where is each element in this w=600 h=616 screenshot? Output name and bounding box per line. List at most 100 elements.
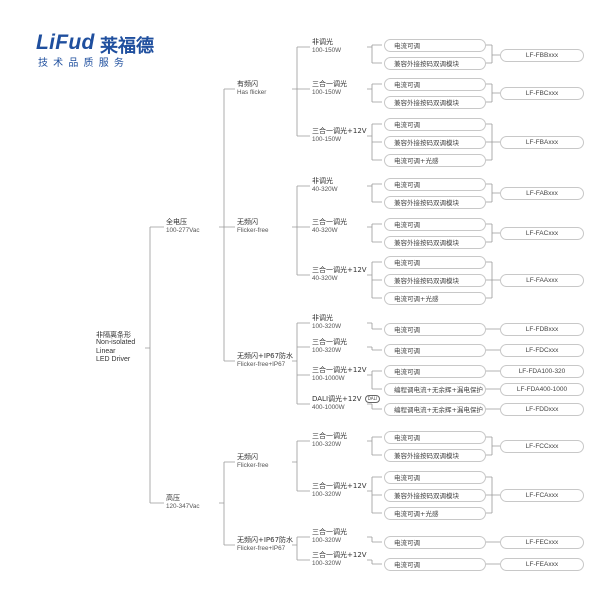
flicker-label-en: Has flicker (237, 88, 267, 96)
dimming-power-range: 100-150W (312, 88, 342, 96)
function-pill: 兼容外接按码双调模块 (384, 273, 486, 287)
dimming-power-range: 100-320W (312, 322, 342, 330)
dimming-power-range: 100-320W (312, 490, 342, 498)
logo-company-name: 莱福德 (100, 36, 154, 57)
dimming-power-range: 400-1000W (312, 403, 345, 411)
flicker-label-en: Flicker-free+IP67 (237, 544, 286, 552)
dimming-label: 非调光 (312, 314, 333, 322)
function-pill: 电流可调+光感 (384, 291, 486, 305)
function-pill: 电流可调+光感 (384, 506, 486, 520)
root-title-en-2: Linear (96, 347, 116, 355)
brand-logo: LiFud 莱福德 技 术 品 质 服 务 (36, 30, 176, 69)
dimming-label: 三合一调光+12V (312, 127, 367, 135)
root-title-en-3: LED Driver (96, 356, 131, 364)
function-pill: 兼容外接按码双调模块 (384, 235, 486, 249)
sku-pill: LF-FDBxxx (500, 322, 584, 336)
function-pill: 电流可调 (384, 343, 486, 357)
dimming-power-range: 40-320W (312, 226, 338, 234)
function-pill: 电流可调 (384, 77, 486, 91)
sku-pill: LF-FABxxx (500, 186, 584, 200)
function-pill: 电流可调 (384, 535, 486, 549)
dali-badge: DALI (364, 395, 381, 403)
dimming-power-range: 100-320W (312, 559, 342, 567)
dimming-power-range: 100-320W (312, 440, 342, 448)
function-pill: 电流可调 (384, 322, 486, 336)
dimming-label: 三合一调光+12V (312, 551, 367, 559)
dimming-label: 非调光 (312, 38, 333, 46)
dimming-label: 三合一调光 (312, 338, 347, 346)
voltage-label: 高压 (166, 494, 180, 502)
sku-pill: LF-FDDxxx (500, 402, 584, 416)
function-pill: 兼容外接按码双调模块 (384, 135, 486, 149)
dimming-power-range: 40-320W (312, 185, 338, 193)
flicker-label-en: Flicker-free (237, 226, 269, 234)
voltage-range: 120-347Vac (166, 502, 200, 510)
dimming-label: 三合一调光+12V (312, 366, 367, 374)
flicker-label: 无频闪 (237, 453, 258, 461)
function-pill: 电流可调 (384, 217, 486, 231)
function-pill: 电流可调 (384, 117, 486, 131)
function-pill: 编程调电流+无余辉+漏电保护 (384, 402, 486, 416)
function-pill: 兼容外接按码双调模块 (384, 488, 486, 502)
dimming-label: 三合一调光 (312, 432, 347, 440)
function-pill: 兼容外接按码双调模块 (384, 95, 486, 109)
flicker-label: 无频闪 (237, 218, 258, 226)
dimming-label: 三合一调光+12V (312, 266, 367, 274)
function-pill: 电流可调 (384, 470, 486, 484)
sku-pill: LF-FBBxxx (500, 48, 584, 62)
dimming-power-range: 100-320W (312, 346, 342, 354)
voltage-label: 全电压 (166, 218, 187, 226)
sku-pill: LF-FBAxxx (500, 135, 584, 149)
sku-pill: LF-FACxxx (500, 226, 584, 240)
voltage-range: 100-277Vac (166, 226, 200, 234)
function-pill: 电流可调 (384, 177, 486, 191)
sku-pill: LF-FEAxxx (500, 557, 584, 571)
dimming-label: 三合一调光 (312, 80, 347, 88)
function-pill: 编程调电流+无余辉+漏电保护 (384, 382, 486, 396)
function-pill: 电流可调 (384, 38, 486, 52)
sku-pill: LF-FDCxxx (500, 343, 584, 357)
sku-pill: LF-FDA400-1000 (500, 382, 584, 396)
dimming-power-range: 40-320W (312, 274, 338, 282)
logo-slogan: 技 术 品 质 服 务 (38, 58, 125, 69)
sku-pill: LF-FDA100-320 (500, 364, 584, 378)
flicker-label-en: Flicker-free+IP67 (237, 360, 286, 368)
function-pill: 电流可调 (384, 430, 486, 444)
dimming-power-range: 100-1000W (312, 374, 345, 382)
flicker-label: 有频闪 (237, 80, 258, 88)
function-pill: 电流可调+光感 (384, 153, 486, 167)
dimming-label: 三合一调光 (312, 528, 347, 536)
tree-connectors (145, 44, 500, 565)
flicker-label: 无频闪+IP67防水 (237, 536, 294, 544)
root-title-en-1: Non-isolated (96, 339, 136, 347)
function-pill: 电流可调 (384, 557, 486, 571)
sku-pill: LF-FCAxxx (500, 488, 584, 502)
sku-pill: LF-FBCxxx (500, 86, 584, 100)
function-pill: 兼容外接按码双调模块 (384, 448, 486, 462)
sku-pill: LF-FECxxx (500, 535, 584, 549)
function-pill: 兼容外接按码双调模块 (384, 56, 486, 70)
function-pill: 电流可调 (384, 255, 486, 269)
dimming-power-range: 100-150W (312, 46, 342, 54)
flicker-label-en: Flicker-free (237, 461, 269, 469)
